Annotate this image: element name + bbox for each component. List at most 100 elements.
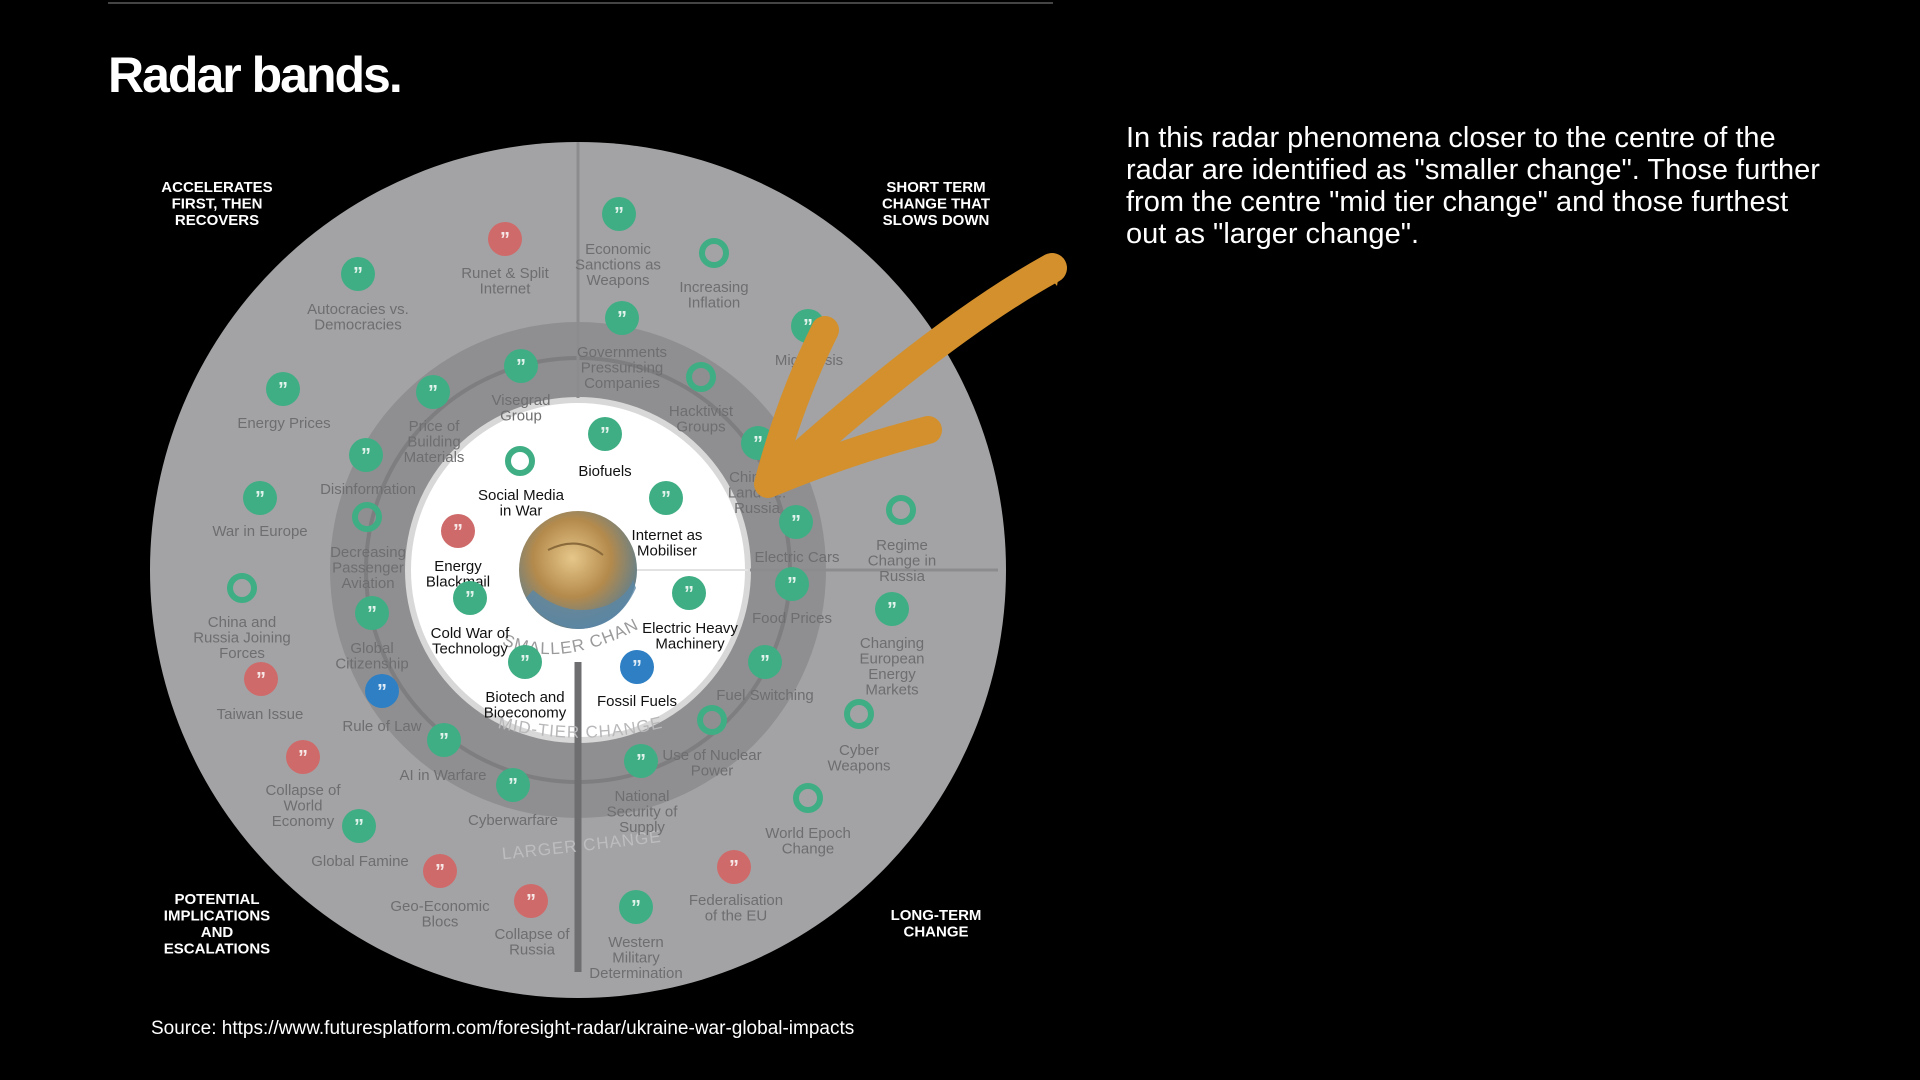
outer-item-16-marker[interactable]: ” bbox=[423, 854, 457, 888]
mid-item-7-marker[interactable]: ” bbox=[355, 596, 389, 630]
outer-item-11-label: Taiwan Issue bbox=[217, 706, 304, 723]
svg-text:”: ” bbox=[617, 308, 627, 330]
outer-item-12-marker[interactable] bbox=[844, 699, 874, 729]
svg-text:”: ” bbox=[661, 488, 671, 510]
svg-text:”: ” bbox=[256, 669, 266, 691]
mid-item-2-marker[interactable]: ” bbox=[605, 301, 639, 335]
svg-text:”: ” bbox=[353, 264, 363, 286]
outer-item-7-marker[interactable]: ” bbox=[243, 481, 277, 515]
inner-item-8-label: Fossil Fuels bbox=[597, 693, 677, 710]
inner-item-3-marker[interactable]: ” bbox=[649, 481, 683, 515]
mid-item-12-label: Electric Cars bbox=[754, 549, 839, 566]
outer-item-14-marker[interactable] bbox=[793, 783, 823, 813]
mid-item-5-marker[interactable]: ” bbox=[349, 438, 383, 472]
outer-item-19-marker[interactable]: ” bbox=[619, 890, 653, 924]
svg-text:”: ” bbox=[636, 751, 646, 773]
outer-item-15-marker[interactable]: ” bbox=[342, 809, 376, 843]
outer-item-6-marker[interactable]: ” bbox=[266, 372, 300, 406]
svg-text:”: ” bbox=[354, 816, 364, 838]
svg-text:”: ” bbox=[632, 657, 642, 679]
globe-image bbox=[519, 511, 637, 629]
top-divider bbox=[108, 2, 1053, 4]
svg-text:”: ” bbox=[684, 583, 694, 605]
inner-item-7-marker[interactable]: ” bbox=[508, 645, 542, 679]
svg-text:”: ” bbox=[508, 775, 518, 797]
outer-item-3-marker[interactable] bbox=[699, 238, 729, 268]
mid-item-13-marker[interactable]: ” bbox=[775, 567, 809, 601]
svg-text:”: ” bbox=[439, 730, 449, 752]
mid-item-1-marker[interactable]: ” bbox=[504, 349, 538, 383]
outer-item-9-marker[interactable] bbox=[227, 573, 257, 603]
source-citation: Source: https://www.futuresplatform.com/… bbox=[151, 1018, 855, 1039]
inner-item-8-marker[interactable]: ” bbox=[620, 650, 654, 684]
mid-item-15-marker[interactable] bbox=[697, 705, 727, 735]
inner-item-1-marker[interactable]: ” bbox=[588, 417, 622, 451]
svg-text:”: ” bbox=[278, 379, 288, 401]
outer-item-10-marker[interactable]: ” bbox=[875, 592, 909, 626]
svg-text:”: ” bbox=[298, 747, 308, 769]
mid-item-14-marker[interactable]: ” bbox=[748, 645, 782, 679]
inner-item-4-marker[interactable]: ” bbox=[441, 514, 475, 548]
inner-item-1-label: Biofuels bbox=[578, 463, 631, 480]
inner-item-6-marker[interactable]: ” bbox=[672, 576, 706, 610]
outer-item-1-marker[interactable]: ” bbox=[488, 222, 522, 256]
outer-item-18-marker[interactable]: ” bbox=[717, 850, 751, 884]
outer-item-2-marker[interactable]: ” bbox=[602, 197, 636, 231]
inner-item-2-marker[interactable] bbox=[505, 446, 535, 476]
svg-text:”: ” bbox=[760, 652, 770, 674]
svg-text:”: ” bbox=[787, 574, 797, 596]
svg-text:”: ” bbox=[600, 424, 610, 446]
mid-item-16-marker[interactable]: ” bbox=[624, 744, 658, 778]
svg-text:”: ” bbox=[500, 229, 510, 251]
mid-item-9-marker[interactable]: ” bbox=[427, 723, 461, 757]
outer-item-4-label: Autocracies vs.Democracies bbox=[307, 301, 409, 334]
svg-text:”: ” bbox=[526, 891, 536, 913]
mid-item-10-marker[interactable]: ” bbox=[496, 768, 530, 802]
svg-text:”: ” bbox=[520, 652, 530, 674]
svg-text:”: ” bbox=[887, 599, 897, 621]
svg-text:”: ” bbox=[465, 588, 475, 610]
svg-text:”: ” bbox=[729, 857, 739, 879]
mid-item-8-marker[interactable]: ” bbox=[365, 674, 399, 708]
outer-item-7-label: War in Europe bbox=[212, 523, 307, 540]
inner-item-5-marker[interactable]: ” bbox=[453, 581, 487, 615]
outer-item-8-marker[interactable] bbox=[886, 495, 916, 525]
outer-item-11-marker[interactable]: ” bbox=[244, 662, 278, 696]
mid-item-6-marker[interactable] bbox=[352, 502, 382, 532]
outer-item-13-marker[interactable]: ” bbox=[286, 740, 320, 774]
outer-item-6-label: Energy Prices bbox=[237, 415, 330, 432]
svg-text:”: ” bbox=[428, 382, 438, 404]
outer-item-15-label: Global Famine bbox=[311, 853, 409, 870]
slide-title: Radar bands. bbox=[108, 47, 403, 103]
mid-item-12-marker[interactable]: ” bbox=[779, 505, 813, 539]
svg-text:”: ” bbox=[631, 897, 641, 919]
mid-item-4-marker[interactable]: ” bbox=[416, 375, 450, 409]
svg-text:”: ” bbox=[377, 681, 387, 703]
mid-item-13-label: Food Prices bbox=[752, 610, 832, 627]
outer-item-17-marker[interactable]: ” bbox=[514, 884, 548, 918]
mid-item-3-marker[interactable] bbox=[686, 362, 716, 392]
outer-item-4-marker[interactable]: ” bbox=[341, 257, 375, 291]
